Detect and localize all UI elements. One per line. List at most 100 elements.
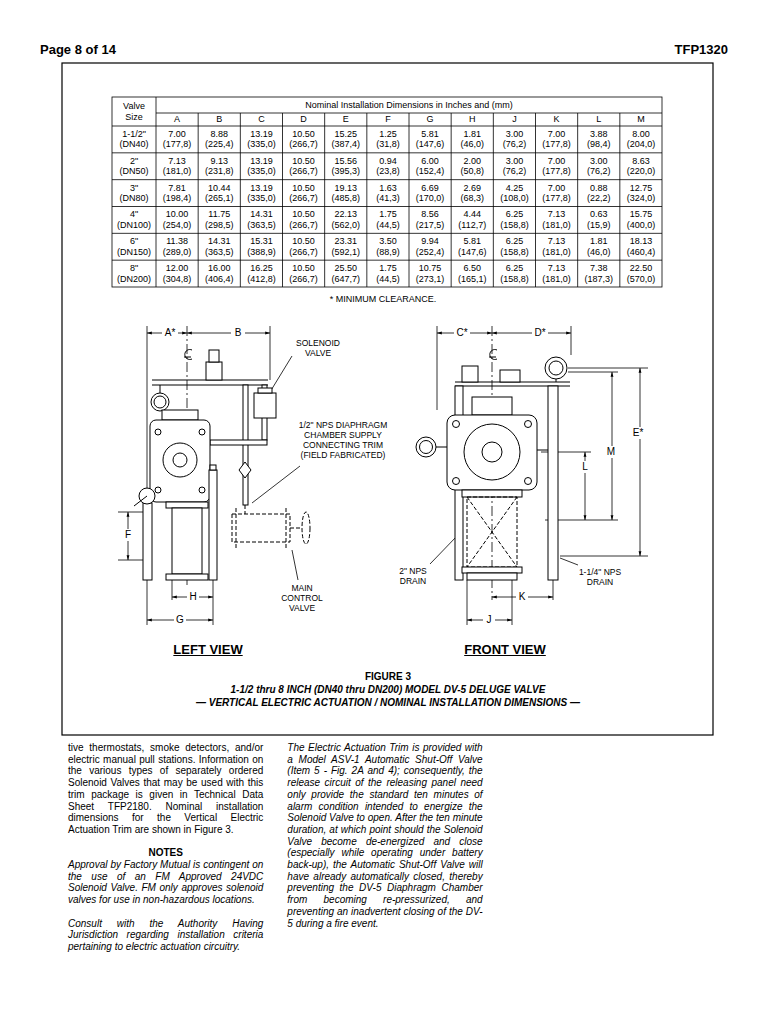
dimension-cell: 6.25 (158,8) xyxy=(493,233,535,260)
footnote: * MINIMUM CLEARANCE. xyxy=(303,294,463,305)
valve-size-cell: 3" (DN80) xyxy=(112,180,156,207)
view-title: LEFT VIEW xyxy=(153,642,263,658)
column-letter: F xyxy=(367,113,409,126)
dimension-cell: 22.13 (562,0) xyxy=(325,207,367,234)
dimension-cell: 7.38 (187,3) xyxy=(578,260,620,287)
column-letter: H xyxy=(451,113,493,126)
dimension-cell: 10.50 (266,7) xyxy=(283,153,325,180)
figure-subtitle: 1-1/2 thru 8 INCH (DN40 thru DN200) MODE… xyxy=(88,684,688,696)
valve-size-cell: 4" (DN100) xyxy=(112,207,156,234)
dimension-cell: 6.25 (158,8) xyxy=(493,207,535,234)
dimension-cell: 16.00 (406,4) xyxy=(198,260,240,287)
dimension-cell: 13.19 (335,0) xyxy=(240,126,282,153)
dimension-letter: M xyxy=(604,446,618,458)
dimension-cell: 12.75 (324,0) xyxy=(620,180,662,207)
dimension-cell: 7.13 (181,0) xyxy=(536,207,578,234)
body-paragraph: tive thermostats, smoke detectors, and/o… xyxy=(68,742,263,836)
dimension-cell: 1.75 (44,5) xyxy=(367,260,409,287)
dimension-cell: 10.50 (266,7) xyxy=(283,207,325,234)
dimension-cell: 5.81 (147,6) xyxy=(451,233,493,260)
dimension-cell: 8.63 (220,0) xyxy=(620,153,662,180)
dimension-lines xyxy=(118,326,648,625)
dimension-cell: 22.50 (570,0) xyxy=(620,260,662,287)
note-paragraph: Consult with the Authority Having Jurisd… xyxy=(68,918,263,953)
dimension-cell: 9.13 (231,8) xyxy=(198,153,240,180)
dimension-cell: 3.00 (76,2) xyxy=(493,153,535,180)
dimension-cell: 11.75 (298,5) xyxy=(198,207,240,234)
dimension-cell: 15.75 (400,0) xyxy=(620,207,662,234)
note-paragraph: Approval by Factory Mutual is contingent… xyxy=(68,859,263,906)
valve-size-cell: 6" (DN150) xyxy=(112,233,156,260)
dimension-cell: 13.19 (335,0) xyxy=(240,153,282,180)
callout-label: 2" NPS DRAIN xyxy=(388,566,438,586)
dimension-letter: B xyxy=(231,327,245,339)
dimension-cell: 10.50 (266,7) xyxy=(283,233,325,260)
dimension-cell: 2.69 (68,3) xyxy=(451,180,493,207)
table-grid xyxy=(112,97,662,287)
column-letter: D xyxy=(283,113,325,126)
dimension-cell: 23.31 (592,1) xyxy=(325,233,367,260)
column-letter: G xyxy=(409,113,451,126)
dimension-cell: 3.00 (76,2) xyxy=(578,153,620,180)
table-header: Nominal Installation Dimensions in Inche… xyxy=(156,97,662,113)
dimension-cell: 7.13 (181,0) xyxy=(156,153,198,180)
body-paragraph: The Electric Actuation Trim is provided … xyxy=(287,742,482,929)
dimension-cell: 18.13 (460,4) xyxy=(620,233,662,260)
dimension-cell: 5.81 (147,6) xyxy=(409,126,451,153)
dimension-cell: 2.00 (50,8) xyxy=(451,153,493,180)
dimension-cell: 15.25 (387,4) xyxy=(325,126,367,153)
dimension-cell: 6.69 (170,0) xyxy=(409,180,451,207)
dimension-cell: 3.50 (88,9) xyxy=(367,233,409,260)
dimension-cell: 3.88 (98,4) xyxy=(578,126,620,153)
dimension-cell: 10.50 (266,7) xyxy=(283,180,325,207)
column-letter: B xyxy=(198,113,240,126)
callout-label: 1/2" NPS DIAPHRAGM CHAMBER SUPPLY CONNEC… xyxy=(295,420,391,460)
dimension-cell: 14.31 (363,5) xyxy=(198,233,240,260)
column-letter: K xyxy=(536,113,578,126)
callout-label: SOLENOID VALVE xyxy=(288,338,348,358)
dimension-cell: 0.63 (15,9) xyxy=(578,207,620,234)
table-header: Valve Size xyxy=(112,97,156,126)
dimension-letter: C* xyxy=(454,327,470,339)
dimension-letter: E* xyxy=(630,427,646,439)
column-letter: L xyxy=(578,113,620,126)
dimension-cell: 6.00 (152,4) xyxy=(409,153,451,180)
dimension-cell: 10.50 (266,7) xyxy=(283,260,325,287)
dimension-cell: 19.13 (485,8) xyxy=(325,180,367,207)
valve-size-cell: 8" (DN200) xyxy=(112,260,156,287)
dimension-letter: A* xyxy=(162,327,178,339)
dimension-cell: 8.88 (225,4) xyxy=(198,126,240,153)
dimension-cell: 16.25 (412,8) xyxy=(240,260,282,287)
callout-label: MAIN CONTROL VALVE xyxy=(278,583,326,613)
dimension-letter: J xyxy=(483,614,495,626)
dimension-cell: 1.63 (41,3) xyxy=(367,180,409,207)
dimension-cell: 13.19 (335,0) xyxy=(240,180,282,207)
dimension-letter: K xyxy=(516,591,528,603)
dimension-cell: 7.00 (177,8) xyxy=(536,180,578,207)
dimension-cell: 15.56 (395,3) xyxy=(325,153,367,180)
dimension-cell: 7.13 (181,0) xyxy=(536,233,578,260)
dimension-cell: 11.38 (289,0) xyxy=(156,233,198,260)
valve-size-cell: 1-1/2" (DN40) xyxy=(112,126,156,153)
figure-subtitle: — VERTICAL ELECTRIC ACTUATION / NOMINAL … xyxy=(88,697,688,709)
dimension-cell: 14.31 (363,5) xyxy=(240,207,282,234)
dimension-cell: 10.44 (265,1) xyxy=(198,180,240,207)
dimension-cell: 7.81 (198,4) xyxy=(156,180,198,207)
dimension-cell: 1.81 (46,0) xyxy=(451,126,493,153)
dimension-cell: 9.94 (252,4) xyxy=(409,233,451,260)
dimension-cell: 25.50 (647,7) xyxy=(325,260,367,287)
dimension-cell: 1.75 (44,5) xyxy=(367,207,409,234)
dimension-cell: 10.50 (266,7) xyxy=(283,126,325,153)
view-title: FRONT VIEW xyxy=(445,642,565,658)
figure-caption: FIGURE 3 xyxy=(288,671,488,683)
dimension-cell: 1.25 (31,8) xyxy=(367,126,409,153)
document-code: TFP1320 xyxy=(628,42,728,58)
dimension-letter: L xyxy=(579,461,591,473)
dimension-cell: 3.00 (76,2) xyxy=(493,126,535,153)
dimension-cell: 10.75 (273,1) xyxy=(409,260,451,287)
dimension-cell: 7.00 (177,8) xyxy=(536,126,578,153)
dimension-cell: 7.00 (177,8) xyxy=(536,153,578,180)
dimension-cell: 8.56 (217,5) xyxy=(409,207,451,234)
column-letter: M xyxy=(620,113,662,126)
